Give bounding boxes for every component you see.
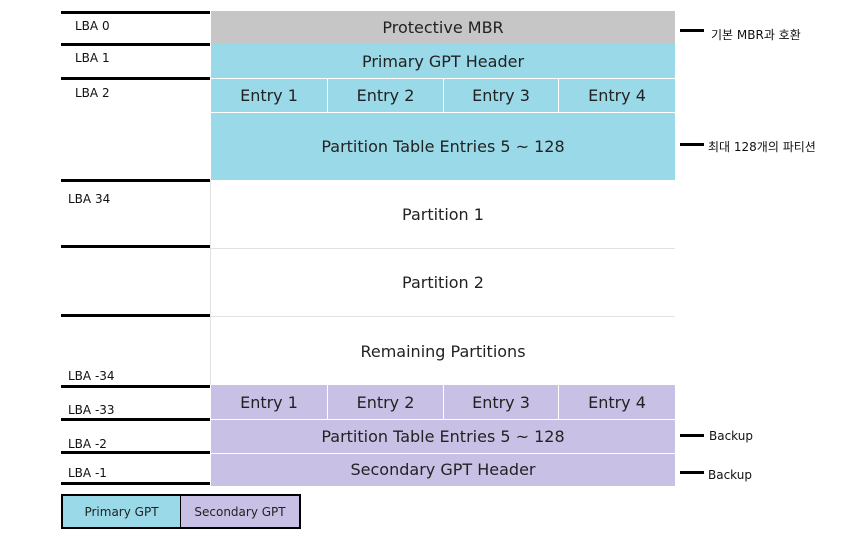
protective-mbr-label: Protective MBR <box>382 18 504 37</box>
secondary-entry-1: Entry 1 <box>211 385 327 419</box>
note-max-partitions: 최대 128개의 파티션 <box>708 140 816 154</box>
partition-area-border <box>210 180 211 385</box>
primary-entry-3-label: Entry 3 <box>472 86 530 105</box>
remaining-partitions-label: Remaining Partitions <box>360 341 526 361</box>
lba-label-minus-2: LBA -2 <box>68 437 107 451</box>
note-backup-header: Backup <box>708 468 752 482</box>
note-pointer-max-partitions <box>680 143 704 146</box>
note-pointer-backup-table <box>680 434 704 437</box>
legend-primary-gpt-label: Primary GPT <box>84 504 159 519</box>
note-pointer-backup-header <box>680 471 704 474</box>
legend-secondary-gpt: Secondary GPT <box>180 494 301 529</box>
lba-line-2 <box>61 77 210 80</box>
secondary-entry-1-label: Entry 1 <box>240 392 298 412</box>
lba-label-minus-34: LBA -34 <box>68 369 115 383</box>
lba-label-1: LBA 1 <box>75 51 110 65</box>
lba-line-minus-1 <box>61 482 210 485</box>
partition-1-label: Partition 1 <box>402 204 484 224</box>
lba-line-partition2 <box>61 245 210 248</box>
secondary-entry-2-label: Entry 2 <box>356 392 415 412</box>
primary-entry-4-label: Entry 4 <box>588 86 646 105</box>
secondary-entry-3: Entry 3 <box>444 385 558 419</box>
lba-line-remaining <box>61 314 210 317</box>
partition-2-block: Partition 2 <box>211 249 675 316</box>
primary-entry-4: Entry 4 <box>559 79 675 112</box>
primary-entry-3: Entry 3 <box>444 79 558 112</box>
primary-partition-table-label: Partition Table Entries 5 ~ 128 <box>321 137 565 156</box>
note-pointer-mbr <box>680 29 704 32</box>
lba-label-minus-1: LBA -1 <box>68 466 107 480</box>
lba-line-minus-34 <box>61 385 210 388</box>
remaining-partitions-block: Remaining Partitions <box>211 317 675 385</box>
primary-partition-table-block: Partition Table Entries 5 ~ 128 <box>211 113 675 180</box>
secondary-entry-4: Entry 4 <box>559 385 675 419</box>
protective-mbr-block: Protective MBR <box>211 11 675 44</box>
note-backup-table: Backup <box>709 429 753 443</box>
primary-gpt-header-label: Primary GPT Header <box>361 51 525 71</box>
secondary-entry-2: Entry 2 <box>328 385 443 419</box>
secondary-gpt-header-block: Secondary GPT Header <box>211 453 675 486</box>
partition-divider-2 <box>211 316 675 317</box>
secondary-entry-3-label: Entry 3 <box>472 392 530 412</box>
secondary-divider <box>211 453 675 454</box>
primary-entry-2-label: Entry 2 <box>356 86 415 105</box>
lba-line-minus-33 <box>61 418 210 421</box>
secondary-entry-4-label: Entry 4 <box>588 392 646 412</box>
lba-label-0: LBA 0 <box>75 19 110 33</box>
partition-1-block: Partition 1 <box>211 180 675 248</box>
primary-entry-1-label: Entry 1 <box>240 86 298 105</box>
legend-secondary-gpt-label: Secondary GPT <box>194 504 286 519</box>
lba-line-0 <box>61 11 210 14</box>
lba-line-minus-2 <box>61 451 210 454</box>
partition-divider-1 <box>211 248 675 249</box>
lba-line-34 <box>61 179 210 182</box>
lba-label-2: LBA 2 <box>75 86 110 100</box>
primary-gpt-header-block: Primary GPT Header <box>211 44 675 78</box>
legend-primary-gpt: Primary GPT <box>61 494 181 529</box>
note-mbr-compatible: 기본 MBR과 호환 <box>711 28 801 42</box>
secondary-partition-table-label: Partition Table Entries 5 ~ 128 <box>321 427 565 446</box>
secondary-gpt-header-label: Secondary GPT Header <box>350 460 536 479</box>
primary-entry-2: Entry 2 <box>328 79 443 112</box>
primary-entry-1: Entry 1 <box>211 79 327 112</box>
lba-line-1 <box>61 43 210 46</box>
secondary-partition-table-block: Partition Table Entries 5 ~ 128 <box>211 420 675 453</box>
lba-label-minus-33: LBA -33 <box>68 403 115 417</box>
lba-label-34: LBA 34 <box>68 192 111 206</box>
partition-2-label: Partition 2 <box>402 273 484 292</box>
